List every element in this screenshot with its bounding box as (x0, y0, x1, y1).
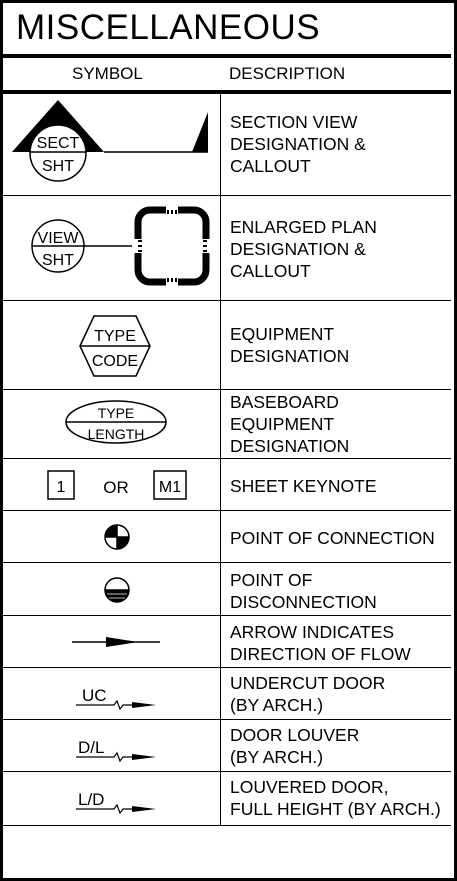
undercut-door-symbol: UC (76, 686, 156, 711)
symbol-column-header: SYMBOL (72, 64, 143, 83)
sheet-number-label: SHT (42, 158, 74, 175)
door-louver-label: D/L (78, 738, 104, 757)
row-divider (0, 300, 451, 301)
baseboard-type-label: TYPE (98, 405, 135, 421)
keynote-code-label: M1 (159, 479, 181, 496)
row-divider (0, 719, 451, 720)
sheet-number-label: SHT (42, 252, 74, 269)
title-divider (0, 54, 451, 58)
point-of-connection-icon (104, 524, 130, 550)
section-view-symbol: SECT SHT (12, 100, 208, 182)
section-number-label: SECT (37, 135, 80, 152)
view-number-label: VIEW (38, 230, 80, 247)
header-divider (0, 90, 451, 94)
description-louvered-door: LOUVERED DOOR, FULL HEIGHT (BY ARCH.) (230, 777, 441, 819)
point-of-disconnection-icon (104, 577, 130, 603)
description-equipment: EQUIPMENT DESIGNATION (230, 324, 350, 366)
description-undercut-door: UNDERCUT DOOR (BY ARCH.) (230, 673, 386, 715)
row-divider (0, 825, 451, 826)
description-flow-arrow: ARROW INDICATES DIRECTION OF FLOW (230, 622, 411, 664)
enlarged-plan-symbol: VIEW SHT (31, 204, 212, 288)
keynote-number-label: 1 (57, 479, 66, 496)
description-door-louver: DOOR LOUVER (BY ARCH.) (230, 725, 360, 767)
louvered-door-label: L/D (78, 790, 104, 809)
row-divider (0, 510, 451, 511)
louvered-door-symbol: L/D (76, 790, 156, 815)
equipment-hexagon-symbol: TYPE CODE (79, 315, 151, 377)
or-label: OR (103, 478, 129, 497)
row-divider (0, 562, 451, 563)
equipment-type-label: TYPE (94, 328, 136, 345)
flow-direction-arrow-icon (72, 637, 160, 647)
row-divider (0, 389, 451, 390)
sheet-keynote-symbol: 1 OR M1 (47, 470, 187, 500)
door-louver-symbol: D/L (76, 738, 156, 763)
description-sheet-keynote: SHEET KEYNOTE (230, 476, 377, 496)
description-section-view: SECTION VIEW DESIGNATION & CALLOUT (230, 112, 366, 176)
baseboard-length-label: LENGTH (88, 426, 145, 442)
description-point-of-connection: POINT OF CONNECTION (230, 528, 435, 548)
row-divider (0, 195, 451, 196)
column-divider (220, 93, 221, 826)
description-point-of-disconnection: POINT OF DISCONNECTION (230, 570, 377, 612)
legend-title: MISCELLANEOUS (16, 8, 321, 47)
description-baseboard: BASEBOARD EQUIPMENT DESIGNATION (230, 392, 350, 456)
row-divider (0, 667, 451, 668)
row-divider (0, 771, 451, 772)
baseboard-ellipse-symbol: TYPE LENGTH (65, 400, 167, 444)
undercut-door-label: UC (82, 686, 107, 705)
row-divider (0, 615, 451, 616)
description-column-header: DESCRIPTION (229, 64, 346, 83)
row-divider (0, 458, 451, 459)
description-enlarged-plan: ENLARGED PLAN DESIGNATION & CALLOUT (230, 217, 377, 281)
equipment-code-label: CODE (92, 353, 138, 370)
